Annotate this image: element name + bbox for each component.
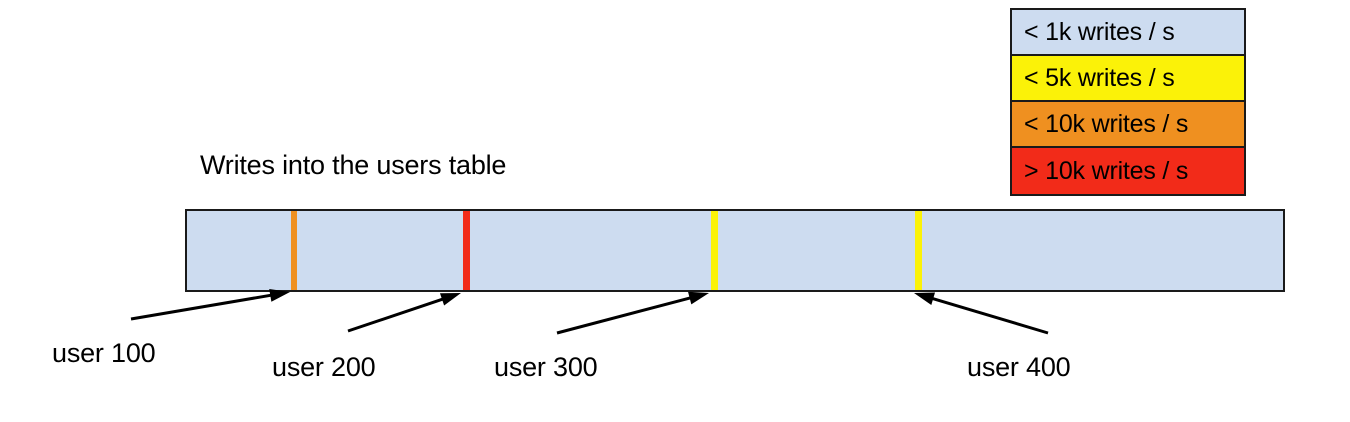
arrow-user-300	[556, 291, 709, 335]
stripe-user-100	[291, 211, 297, 290]
legend-row-lt-10k: < 10k writes / s	[1012, 102, 1244, 148]
stripe-user-300	[711, 211, 718, 290]
users-table-band	[185, 209, 1285, 292]
marker-label-user-400: user 400	[967, 352, 1071, 382]
marker-label-user-200: user 200	[272, 352, 376, 382]
page-title: Writes into the users table	[200, 150, 507, 180]
marker-label-user-100: user 100	[52, 338, 156, 368]
marker-label-user-300: user 300	[494, 352, 598, 382]
stripe-user-400	[915, 211, 922, 290]
legend-label-gt-10k: > 10k writes / s	[1024, 156, 1189, 185]
legend-label-lt-1k: < 1k writes / s	[1024, 17, 1175, 46]
legend-label-lt-5k: < 5k writes / s	[1024, 63, 1175, 92]
arrow-user-200	[347, 293, 461, 333]
arrow-user-100	[130, 288, 290, 321]
legend-row-gt-10k: > 10k writes / s	[1012, 148, 1244, 194]
arrow-user-400	[914, 292, 1049, 335]
stripe-user-200	[463, 211, 470, 290]
legend-label-lt-10k: < 10k writes / s	[1024, 109, 1189, 138]
legend-row-lt-1k: < 1k writes / s	[1012, 10, 1244, 56]
legend-row-lt-5k: < 5k writes / s	[1012, 56, 1244, 102]
write-rate-legend: < 1k writes / s < 5k writes / s < 10k wr…	[1010, 8, 1246, 196]
